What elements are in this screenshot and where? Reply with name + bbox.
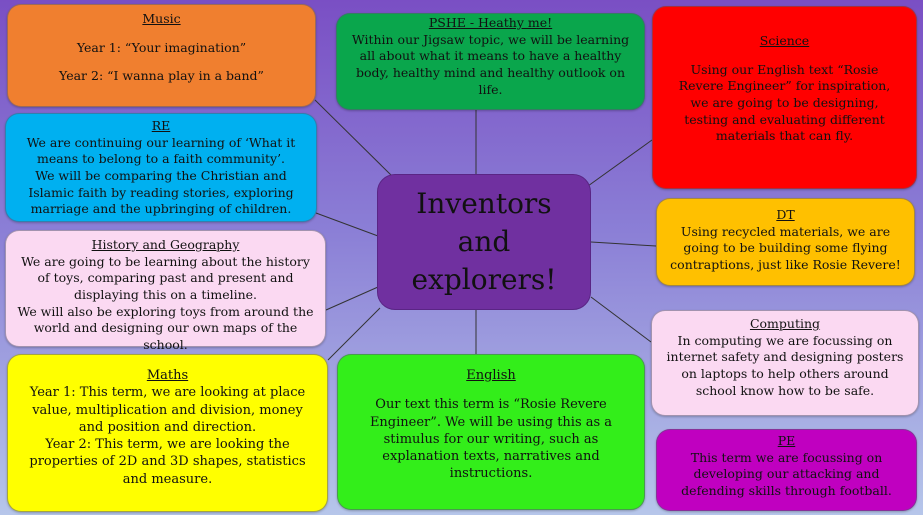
connector-re [315,212,379,237]
music-year1: Year 1: “Your imagination” [76,39,247,55]
dt-box: DT Using recycled materials, we are goin… [656,198,915,286]
connector-dt [590,241,657,247]
history-geography-box: History and Geography We are going to be… [5,230,326,352]
central-topic-title: Inventors and explorers! [411,187,557,296]
history-geography-title: History and Geography [91,237,240,252]
english-box: English Our text this term is “Rosie Rev… [337,354,645,510]
music-year2: Year 2: “I wanna play in a band” [59,68,264,84]
computing-box: Computing In computing we are focussing … [651,310,919,416]
science-text: Using our English text “Rosie Revere Eng… [678,61,891,144]
re-title: RE [151,118,171,133]
connector-science [587,139,653,187]
pe-box: PE This term we are focussing on develop… [656,429,917,511]
maths-box: Maths Year 1: This term, we are looking … [7,354,328,512]
pshe-title: PSHE - Heathy me! [428,15,553,30]
maths-title: Maths [146,368,189,383]
english-text: Our text this term is “Rosie Revere Engi… [369,397,613,482]
connector-music [314,99,393,177]
connector-maths [327,307,381,361]
history-geography-text-1: We are going to be learning about the hi… [21,253,310,302]
pe-title: PE [777,433,796,448]
dt-text: Using recycled materials, we are going t… [670,223,901,272]
history-geography-text-2: We will also be exploring toys from arou… [17,303,314,352]
pshe-box: PSHE - Heathy me! Within our Jigsaw topi… [336,13,645,110]
pe-text: This term we are focussing on developing… [681,449,892,498]
re-text-2: We will be comparing the Christian and I… [28,167,294,217]
computing-text: In computing we are focussing on interne… [666,332,904,398]
re-box: RE We are continuing our learning of ‘Wh… [5,113,317,222]
computing-title: Computing [749,316,821,331]
pshe-text: Within our Jigsaw topic, we will be lear… [351,31,630,97]
music-title: Music [142,11,181,26]
science-box: Science Using our English text “Rosie Re… [652,6,917,189]
maths-year1: Year 1: This term, we are looking at pla… [29,385,306,435]
maths-year2: Year 2: This term, we are looking the pr… [29,437,306,487]
re-text-1: We are continuing our learning of ‘What … [26,134,296,167]
connector-history [325,286,379,311]
english-title: English [466,368,516,383]
music-box: Music Year 1: “Your imagination” Year 2:… [7,4,316,107]
dt-title: DT [776,207,795,222]
central-topic: Inventors and explorers! [377,174,591,310]
connector-computing [590,296,652,343]
science-title: Science [759,33,810,48]
